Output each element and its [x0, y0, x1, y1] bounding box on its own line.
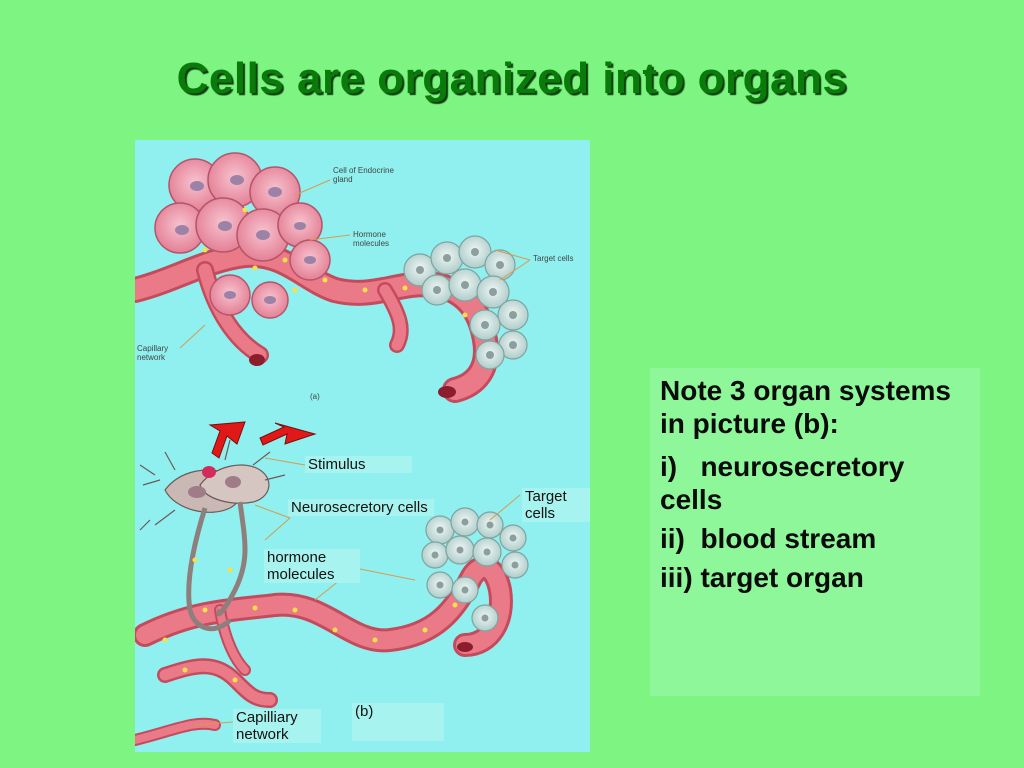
diagram-figure: Cell of Endocrine gland Hormone molecule…	[135, 140, 590, 752]
note-item-3: iii) target organ	[660, 562, 864, 593]
neurosecretory-cells-label: Neurosecretory cells	[288, 499, 434, 516]
panel-a-label: (a)	[310, 392, 320, 401]
diagram-illustration	[135, 152, 531, 746]
hormone-molecules-label-a: Hormone molecules	[353, 230, 390, 248]
note-item-1: i) neurosecretory cells	[660, 451, 913, 515]
capillary-network-label: Capilliary network	[233, 709, 321, 743]
neurosecretory-neurons	[139, 439, 286, 632]
endocrine-cell-label: Cell of Endocrine gland	[333, 166, 394, 184]
note-box: Note 3 organ systems in picture (b): i) …	[650, 368, 980, 696]
hormone-dots-b	[162, 557, 458, 683]
panel-b-label: (b)	[352, 703, 444, 741]
endocrine-gland-cells	[154, 152, 331, 319]
target-cells-b	[421, 507, 529, 632]
hormone-molecules-label: hormone molecules	[264, 549, 360, 583]
capillary-network-label-a: Capillary network	[137, 344, 169, 362]
note-item-2: ii) blood stream	[660, 523, 877, 554]
target-cells-label-a: Target cells	[533, 254, 574, 263]
slide-title: Cells are organized into organs	[176, 54, 848, 103]
stimulus-label: Stimulus	[305, 456, 412, 473]
target-cells-a	[403, 235, 529, 370]
target-cells-label: Target cells	[522, 488, 590, 522]
leader-lines-a	[179, 179, 531, 349]
stimulus-arrows	[208, 421, 317, 459]
note-heading: Note 3 organ systems in picture (b):	[660, 375, 959, 439]
